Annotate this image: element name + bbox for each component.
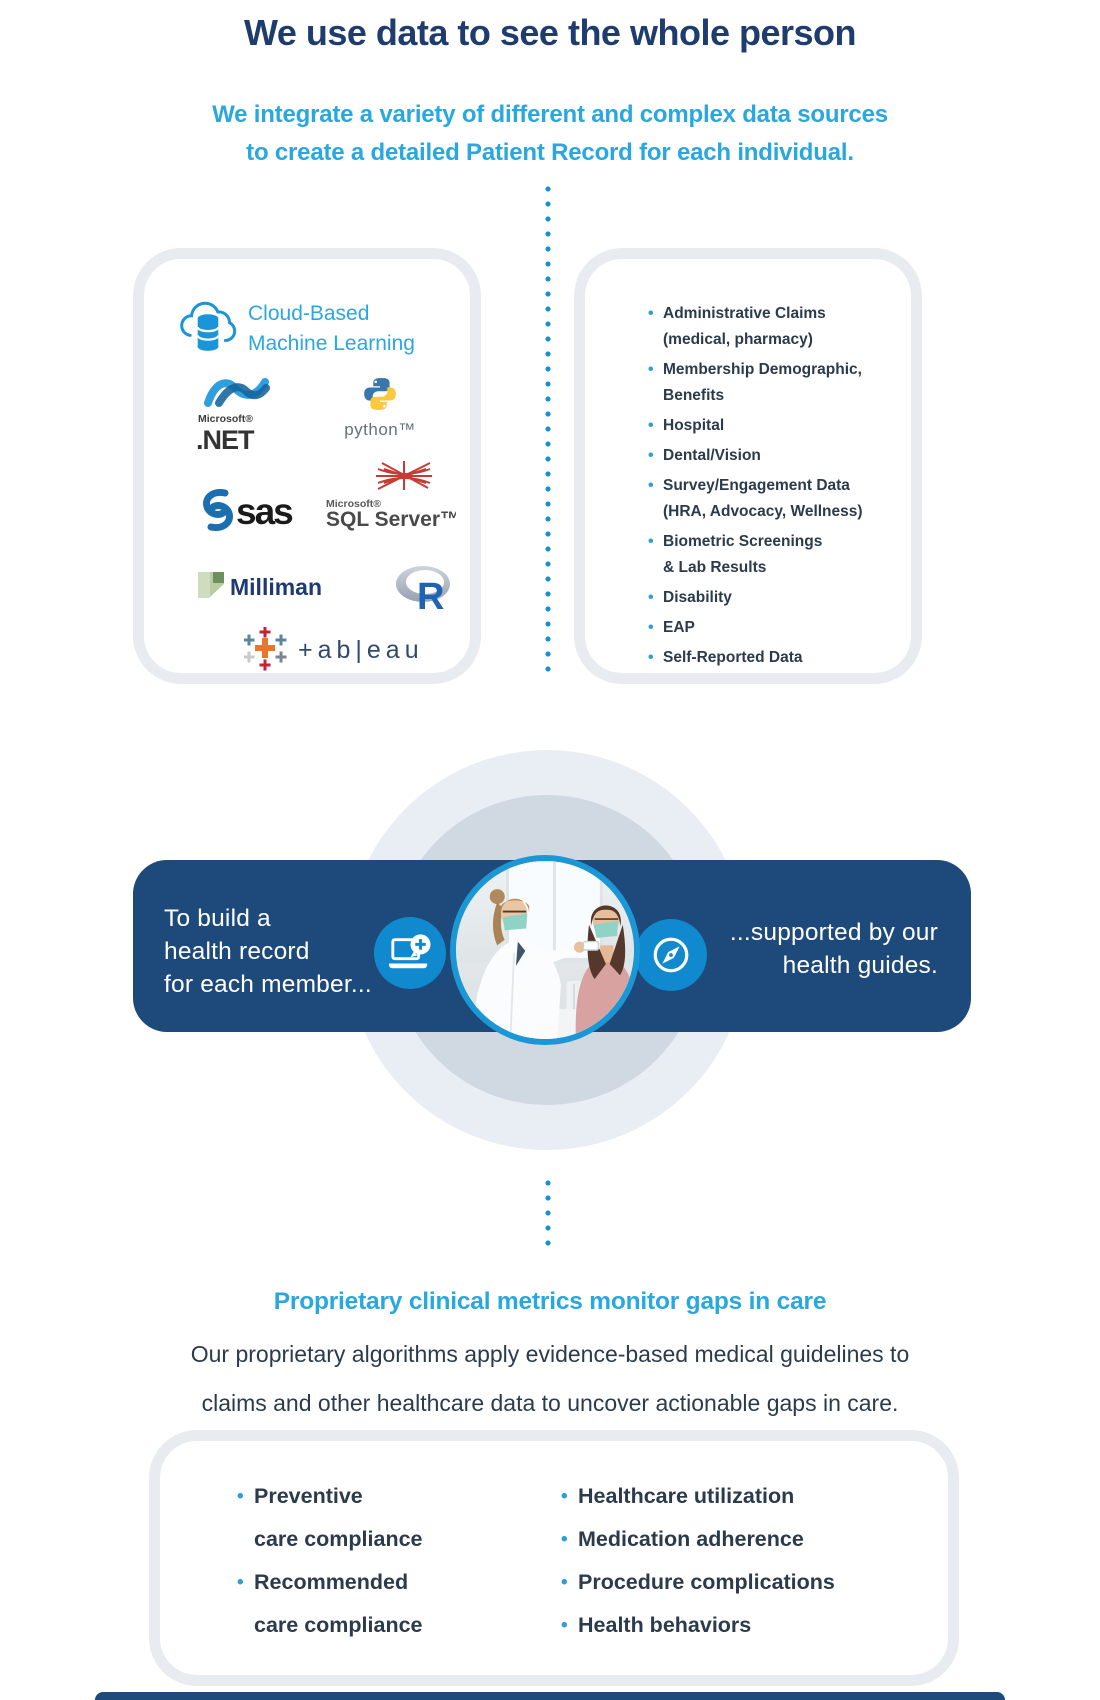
sas-swirl-icon bbox=[203, 488, 229, 518]
tableau-plus-cluster-icon bbox=[243, 626, 287, 671]
list-item: Health behaviors bbox=[561, 1604, 835, 1647]
data-sources-list: Administrative Claims (medical, pharmacy… bbox=[648, 301, 904, 675]
python-icon bbox=[361, 378, 399, 417]
list-item: Biometric Screenings & Lab Results bbox=[648, 529, 904, 581]
dotnet-swoosh-icon bbox=[204, 378, 270, 411]
metrics-left-column: Preventive care compliance Recommended c… bbox=[237, 1475, 423, 1647]
list-item: Disability bbox=[648, 585, 904, 611]
metrics-heading: Proprietary clinical metrics monitor gap… bbox=[273, 1288, 827, 1315]
banner-right-text: ...supported by our health guides. bbox=[729, 919, 938, 979]
r-torus-icon bbox=[396, 566, 450, 602]
metrics-right-column: Healthcare utilization Medication adhere… bbox=[561, 1475, 835, 1647]
list-item: Recommended care compliance bbox=[237, 1561, 423, 1647]
compass-icon bbox=[635, 919, 707, 991]
list-item: Hospital bbox=[648, 413, 904, 439]
dotnet-label: .NET bbox=[196, 425, 255, 455]
dotnet-microsoft-label: Microsoft® bbox=[198, 413, 253, 425]
doctor-patient-photo bbox=[450, 855, 640, 1045]
list-item: Self-Reported Data bbox=[648, 645, 904, 671]
logo-sql-server: Microsoft® SQL Server™ bbox=[304, 457, 461, 536]
logo-milliman: Milliman bbox=[196, 567, 330, 608]
list-item: Membership Demographic, Benefits bbox=[648, 357, 904, 409]
logo-python: python™ bbox=[338, 375, 422, 440]
list-item: EAP bbox=[648, 615, 904, 641]
page-title: We use data to see the whole person bbox=[244, 12, 857, 53]
sql-microsoft-label: Microsoft® bbox=[326, 498, 381, 510]
footer-bar bbox=[95, 1692, 1005, 1700]
banner-left-text: To build a health record for each member… bbox=[164, 905, 372, 998]
cloud-ml-label: Cloud-Based Machine Learning bbox=[248, 301, 415, 355]
sas-label: sas bbox=[236, 491, 293, 532]
subtitle-line-1: We integrate a variety of different and … bbox=[212, 101, 888, 128]
tableau-wordmark: +ab|eau bbox=[298, 636, 424, 664]
clinical-metrics-panel: Preventive care compliance Recommended c… bbox=[149, 1430, 959, 1686]
list-item: Preventive care compliance bbox=[237, 1475, 423, 1561]
laptop-health-chat-icon bbox=[374, 917, 446, 989]
technology-panel: Cloud-Based Machine Learning Microsoft® … bbox=[133, 248, 481, 684]
page-subtitle: We integrate a variety of different and … bbox=[0, 96, 1100, 172]
list-item: Medication adherence bbox=[561, 1518, 835, 1561]
python-label: python™ bbox=[344, 420, 416, 439]
logo-dotnet: Microsoft® .NET bbox=[184, 375, 290, 456]
list-item: Survey/Engagement Data (HRA, Advocacy, W… bbox=[648, 473, 904, 525]
cloud-ml-header: Cloud-Based Machine Learning bbox=[178, 295, 415, 362]
sql-burst-icon bbox=[376, 461, 432, 490]
list-item: Administrative Claims (medical, pharmacy… bbox=[648, 301, 904, 353]
subtitle-line-2: to create a detailed Patient Record for … bbox=[246, 139, 854, 166]
metrics-description: Our proprietary algorithms apply evidenc… bbox=[190, 1341, 910, 1416]
list-item: Dental/Vision bbox=[648, 443, 904, 469]
logo-tableau: +ab|eau bbox=[243, 626, 456, 676]
dotted-connector-bottom bbox=[545, 1177, 551, 1249]
milliman-label: Milliman bbox=[230, 574, 322, 600]
sql-server-label: SQL Server™ bbox=[326, 508, 456, 531]
data-sources-panel: Administrative Claims (medical, pharmacy… bbox=[574, 248, 922, 684]
logo-sas: sas bbox=[202, 487, 300, 538]
list-item: Healthcare utilization bbox=[561, 1475, 835, 1518]
dotted-connector-top bbox=[545, 183, 551, 680]
milliman-square-icon bbox=[198, 572, 224, 598]
cloud-database-icon bbox=[178, 295, 238, 362]
list-item: Procedure complications bbox=[561, 1561, 835, 1604]
r-label: R bbox=[417, 576, 444, 613]
logo-r: R bbox=[394, 563, 458, 618]
